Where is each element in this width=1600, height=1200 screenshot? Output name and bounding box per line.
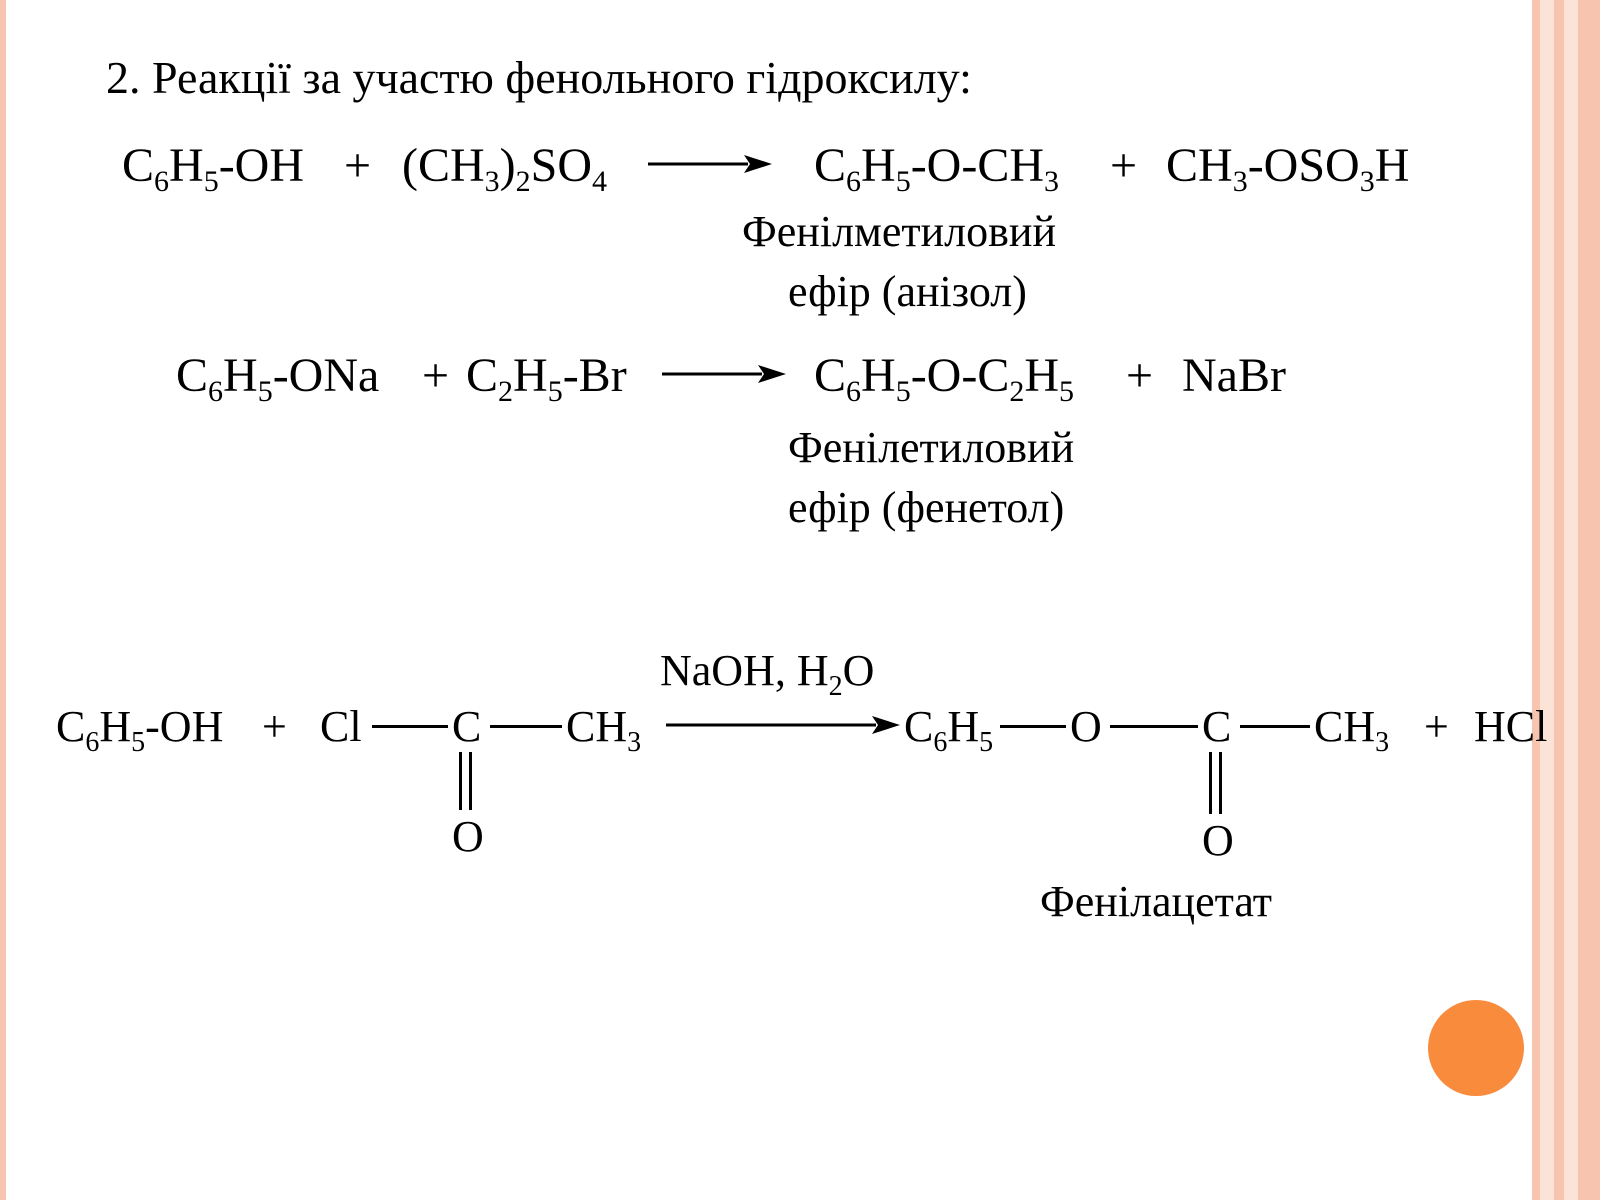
reaction3-bond-c2-ch3 — [1240, 725, 1310, 728]
decor-stripe-1 — [1532, 0, 1540, 1200]
reaction2-reactant1: C6H5-ONa — [176, 349, 380, 408]
reaction3-bond-o-c — [1110, 725, 1198, 728]
reaction1-arrow-icon — [648, 155, 772, 173]
reaction1-reactant1: C6H5-OH — [122, 139, 304, 198]
decor-stripe-4 — [1564, 0, 1578, 1200]
reaction3-double-bond2b — [1219, 752, 1222, 814]
reaction1-plus2: + — [1110, 139, 1138, 192]
decor-stripe-left — [0, 0, 6, 1200]
reaction3-methyl2: CH3 — [1314, 702, 1390, 758]
reaction2-product2: NaBr — [1182, 349, 1286, 402]
reaction3-carbon1: C — [452, 702, 482, 751]
reaction2-product1: C6H5-O-C2H5 — [814, 349, 1075, 408]
reaction1-reactant2: (CH3)2SO4 — [402, 139, 608, 198]
reaction2-plus2: + — [1126, 349, 1154, 402]
reaction3-ether-oxygen: O — [1070, 702, 1102, 751]
reaction3-double-bond1a — [459, 752, 462, 810]
reaction2-plus1: + — [422, 349, 450, 402]
reaction3-arrow-icon — [666, 716, 900, 734]
decor-stripe-5 — [1578, 0, 1600, 1200]
reaction3-carbon2: C — [1202, 702, 1232, 751]
reaction3-double-bond1b — [469, 752, 472, 810]
reaction3-plus2: + — [1424, 702, 1449, 751]
reaction3-chlorine: Cl — [320, 702, 362, 751]
reaction2-product-name-line2: ефір (фенетол) — [788, 483, 1065, 532]
reaction3-product-name: Фенілацетат — [1040, 877, 1273, 926]
reaction2-reactant2: C2H5-Br — [466, 349, 627, 408]
reaction1-product2: CH3-OSO3H — [1166, 139, 1410, 198]
reaction1-product1: C6H5-O-CH3 — [814, 139, 1059, 198]
reaction3-bond-c-ch3 — [490, 725, 562, 728]
reaction3-bond-ph-o — [1000, 725, 1066, 728]
reaction2-product-name-line1: Фенілетиловий — [788, 423, 1075, 472]
reaction3-hcl: HCl — [1474, 702, 1548, 751]
decor-stripe-3 — [1554, 0, 1564, 1200]
reaction3-phenyl: C6H5 — [904, 702, 994, 758]
reaction2-arrow-icon — [662, 365, 786, 383]
reaction3-double-bond2a — [1209, 752, 1212, 814]
reaction3-oxygen1: O — [452, 812, 484, 861]
accent-dot — [1428, 1000, 1524, 1096]
decor-stripe-2 — [1540, 0, 1554, 1200]
reaction3-oxygen2: O — [1202, 816, 1234, 865]
reaction1-plus1: + — [344, 139, 372, 192]
reaction3-conditions: NaOH, H2O — [660, 646, 875, 702]
reaction1-product-name-line1: Фенілметиловий — [742, 207, 1056, 256]
slide-title: 2. Реакції за участю фенольного гідрокси… — [106, 52, 972, 103]
reaction3-methyl1: CH3 — [566, 702, 642, 758]
reaction3-bond-cl-c — [372, 725, 448, 728]
reaction3-plus1: + — [262, 702, 287, 751]
reaction1-product-name-line2: ефір (анізол) — [788, 267, 1027, 316]
reaction3-reactant1: C6H5-OH — [56, 702, 224, 758]
